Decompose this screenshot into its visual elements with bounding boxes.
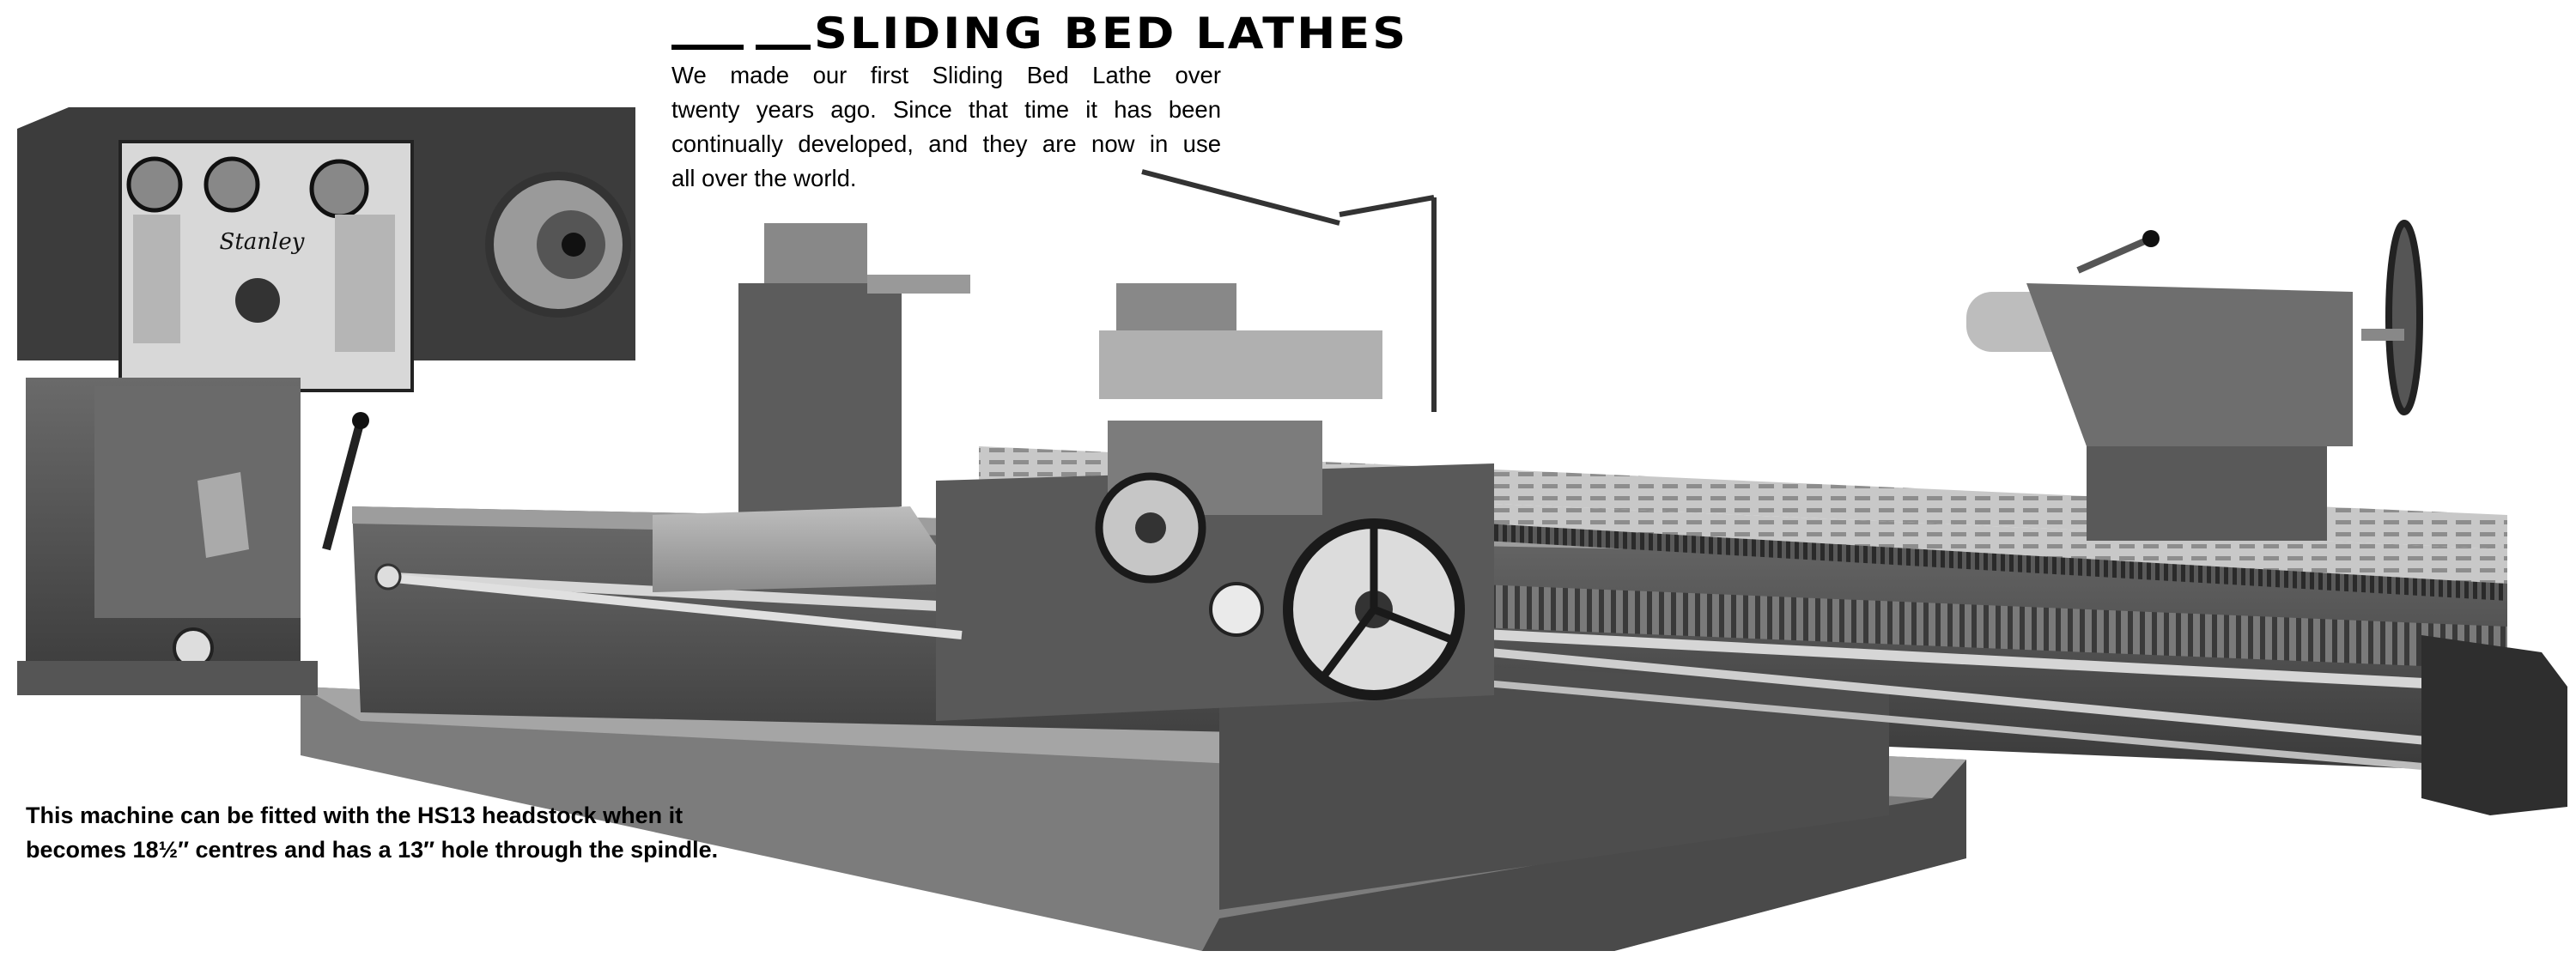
carriage xyxy=(936,169,1494,721)
lead-rods xyxy=(374,563,963,639)
intro-line: continually developed, and they are now … xyxy=(671,130,1221,157)
photo-caption: This machine can be fitted with the HS13… xyxy=(26,798,718,867)
page-heading: SLIDING BED LATHES xyxy=(671,7,1408,57)
intro-line: all over the world. xyxy=(671,165,857,191)
brand-logo: Stanley xyxy=(220,229,305,255)
intro-line: twenty years ago. Since that time it has… xyxy=(671,96,1221,123)
intro-paragraph: We made our first Sliding Bed Lathe over… xyxy=(671,58,1221,196)
steady-rest xyxy=(653,223,970,592)
caption-line: This machine can be fitted with the HS13… xyxy=(26,803,683,828)
headstock: Stanley xyxy=(17,107,635,695)
title-rule-right xyxy=(756,45,811,50)
caption-line: becomes 18½″ centres and has a 13″ hole … xyxy=(26,837,719,863)
tailstock xyxy=(1966,220,2423,541)
title-rule-left xyxy=(671,45,744,50)
page-title: SLIDING BED LATHES xyxy=(814,8,1409,58)
intro-line: We made our first Sliding Bed Lathe over xyxy=(671,62,1221,88)
